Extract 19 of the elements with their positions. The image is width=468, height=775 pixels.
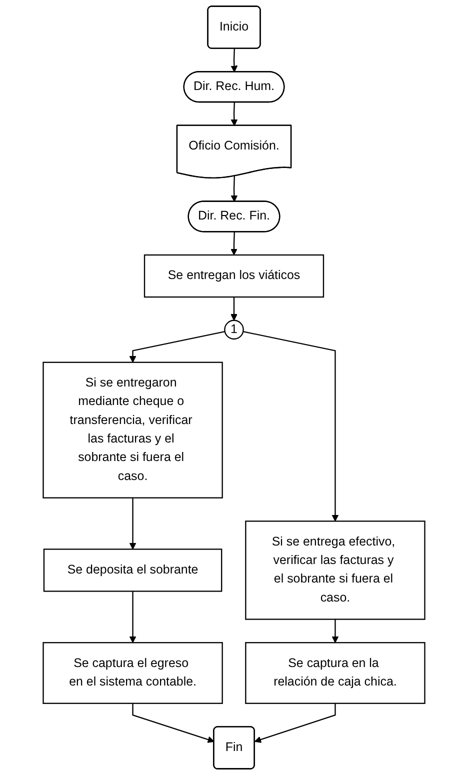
arrow [254, 703, 336, 743]
node-box: Si se entregaron mediante cheque o transferencia, verificar las facturas y el sobrante si fuera el caso. [42, 362, 223, 498]
arrow [243, 331, 339, 522]
arrow [230, 297, 238, 321]
arrow [132, 703, 214, 743]
arrow [230, 176, 238, 202]
node-box: Se captura en la relación de caja chica. [245, 642, 426, 704]
arrow [332, 619, 339, 643]
arrow [230, 48, 238, 72]
node-box: Se captura el egreso en el sistema contable. [42, 642, 223, 704]
arrow [129, 331, 225, 363]
arrow [230, 232, 238, 256]
node-circle: 1 [224, 320, 244, 340]
arrow [129, 498, 136, 550]
node-box: Se entregan los viáticos [144, 254, 324, 298]
node-box: Se deposita el sobrante [43, 548, 222, 592]
arrow [129, 591, 136, 643]
node-box: Si se entrega efectivo, verificar las facturas y el sobrante si fuera el caso. [245, 520, 426, 620]
arrow [230, 102, 238, 126]
